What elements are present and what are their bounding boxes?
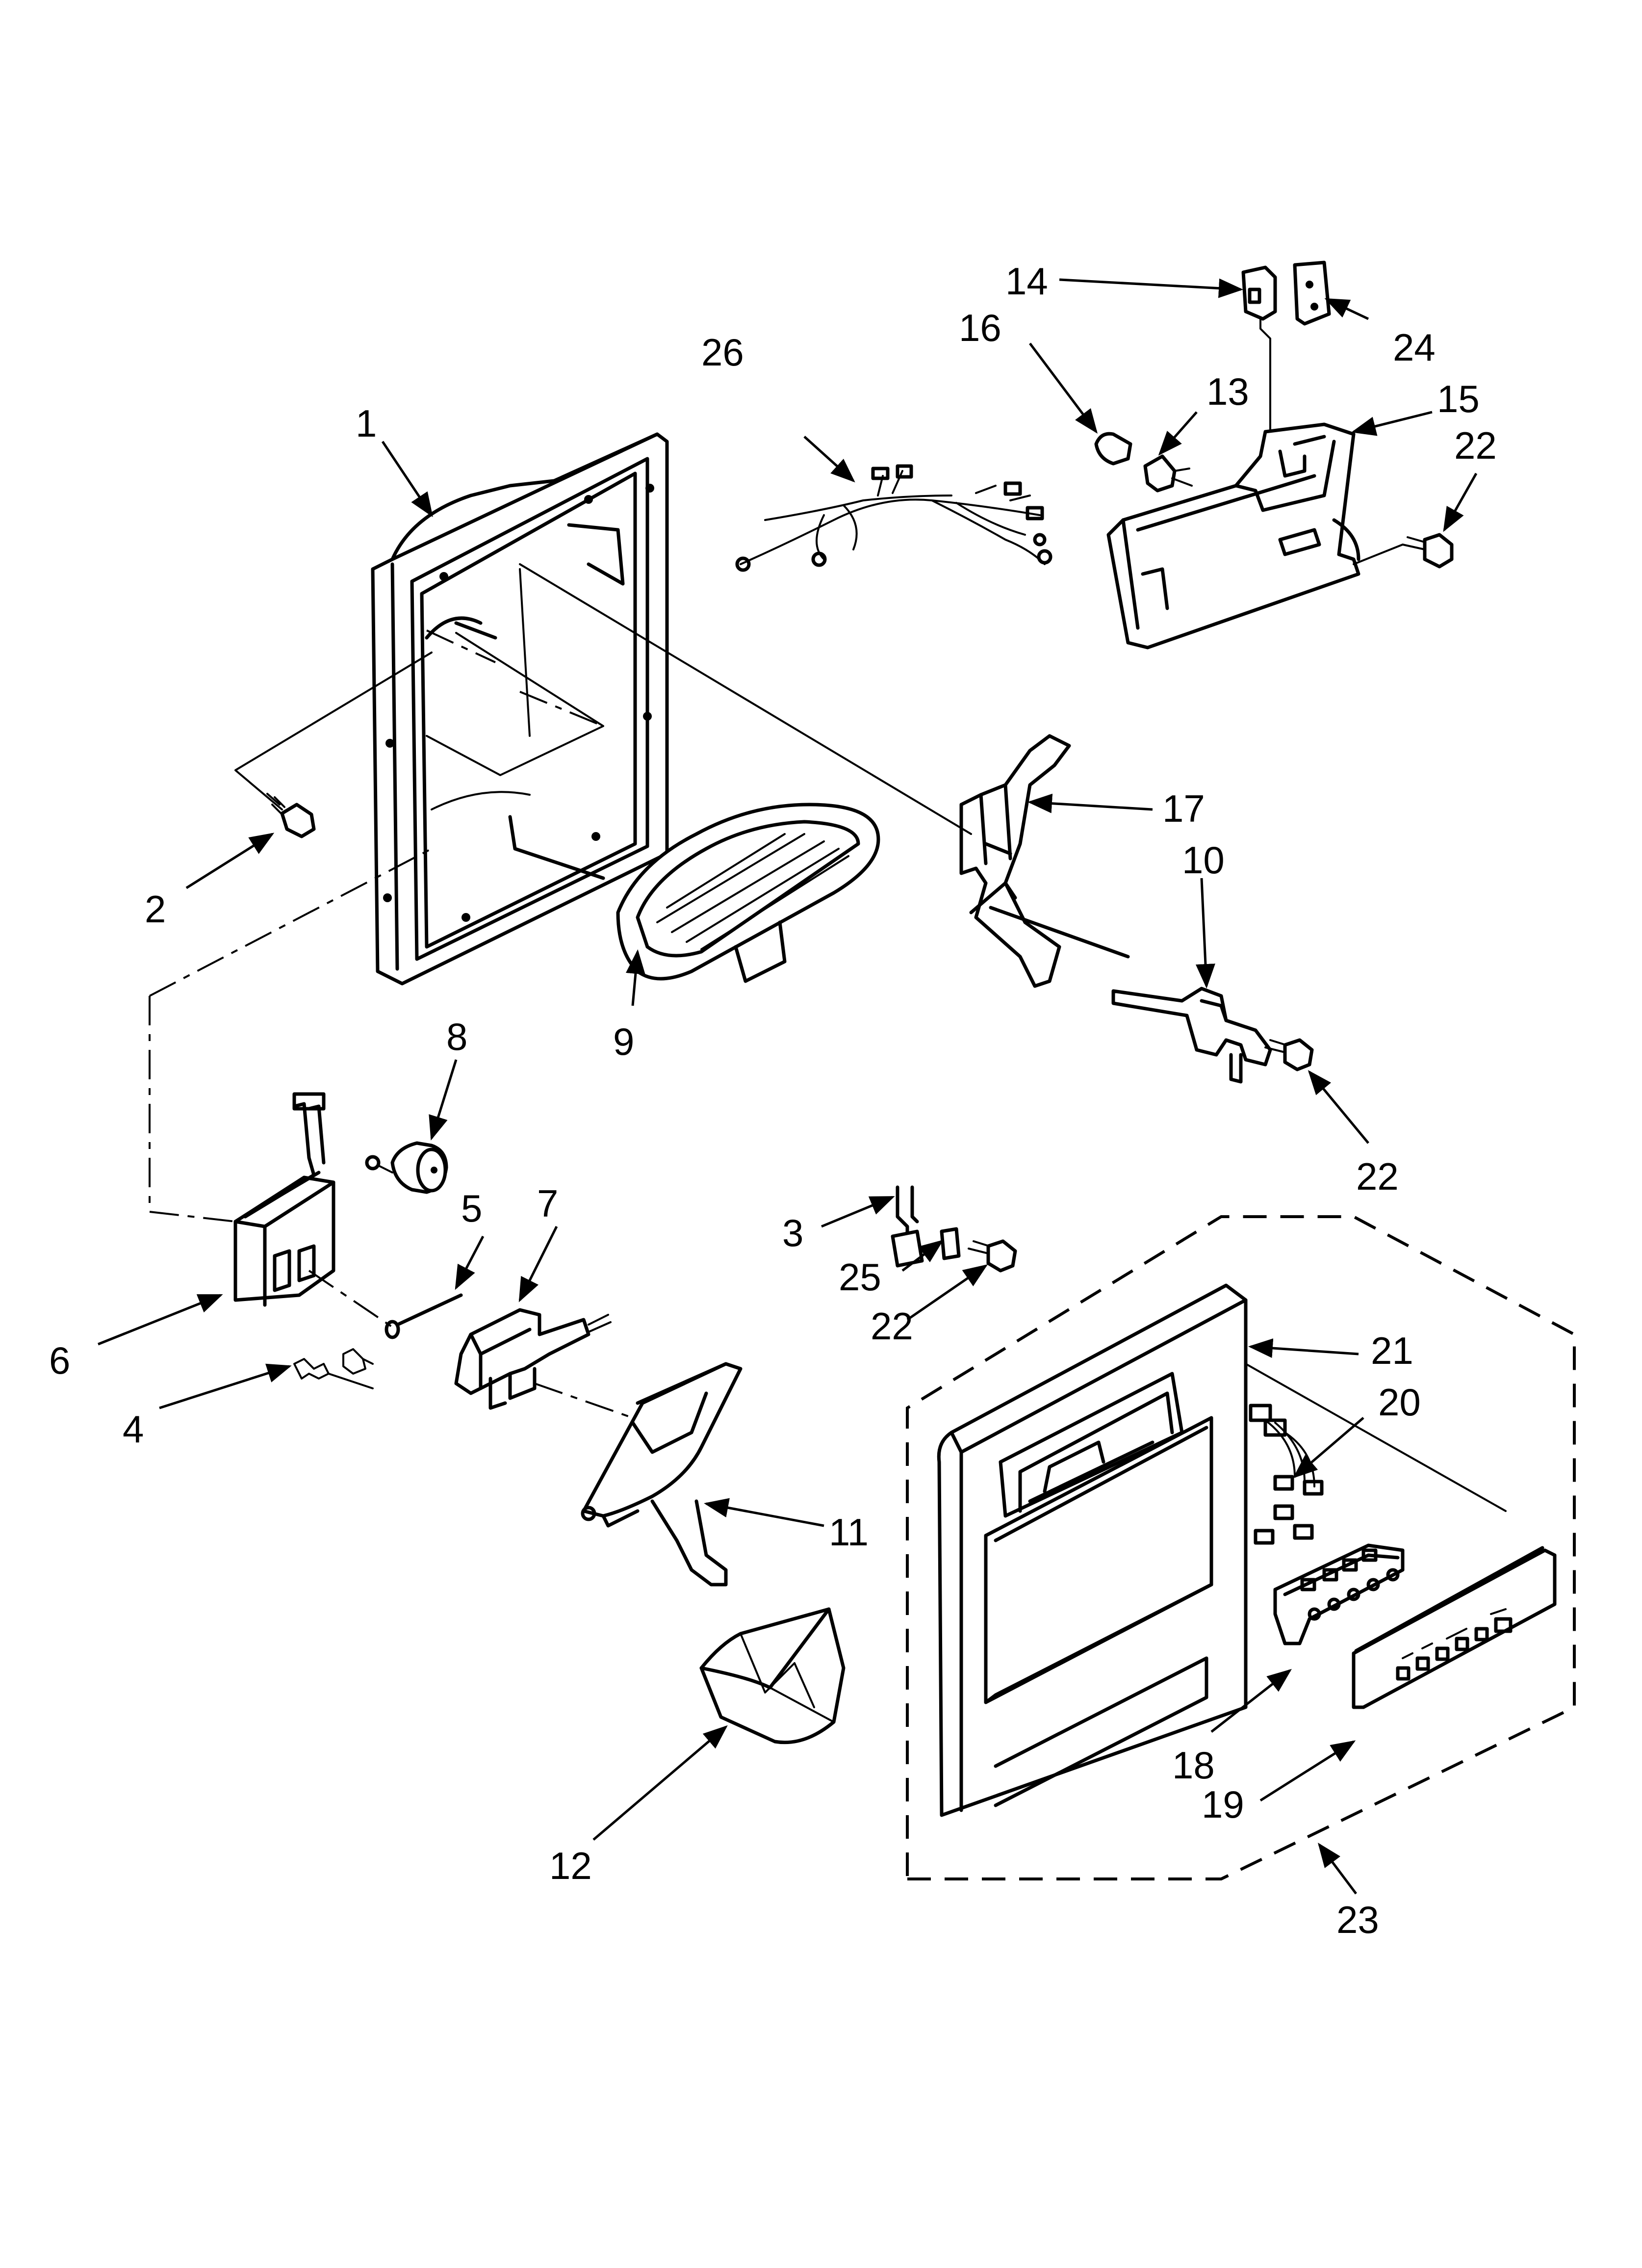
callout-12: 12 bbox=[549, 1844, 592, 1887]
callout-15: 15 bbox=[1437, 377, 1480, 420]
part-7-bracket bbox=[454, 1308, 612, 1410]
part-13-socket bbox=[1143, 454, 1193, 493]
part-11-paddle bbox=[581, 1362, 743, 1587]
callout-7: 7 bbox=[537, 1182, 558, 1225]
part-6-solenoid bbox=[233, 1092, 335, 1307]
part-4-springs bbox=[293, 1348, 374, 1389]
part-20-harness bbox=[1249, 1404, 1324, 1545]
part-26-wire-harness bbox=[735, 464, 1052, 572]
callout-4: 4 bbox=[123, 1408, 144, 1451]
part-9-grille bbox=[616, 803, 880, 983]
part-2-screw bbox=[266, 793, 316, 838]
callout-1: 1 bbox=[356, 402, 377, 445]
part-25-shim bbox=[940, 1227, 961, 1260]
callout-21: 21 bbox=[1371, 1329, 1413, 1372]
part-24-bracket bbox=[1293, 261, 1331, 326]
part-23-assembly-outline bbox=[906, 1215, 1576, 1880]
leader-lines bbox=[98, 278, 1478, 1895]
part-14-switch bbox=[1241, 265, 1277, 467]
callout-10: 10 bbox=[1182, 838, 1225, 882]
callout-8: 8 bbox=[446, 1015, 467, 1058]
callout-16: 16 bbox=[959, 306, 1001, 349]
part-16-bulb bbox=[1094, 432, 1132, 466]
callout-22a: 22 bbox=[1454, 424, 1497, 467]
callout-17: 17 bbox=[1162, 787, 1205, 830]
callout-labels: 1 2 3 4 5 6 7 8 9 10 11 12 13 14 15 16 1… bbox=[49, 260, 1497, 1941]
callout-23: 23 bbox=[1336, 1898, 1379, 1941]
callout-13: 13 bbox=[1206, 370, 1249, 413]
callout-26: 26 bbox=[701, 331, 744, 374]
callout-19: 19 bbox=[1202, 1783, 1244, 1826]
callout-3: 3 bbox=[782, 1211, 803, 1254]
callout-22c: 22 bbox=[871, 1304, 913, 1348]
callout-22b: 22 bbox=[1356, 1155, 1399, 1198]
part-18-control-board bbox=[1273, 1543, 1405, 1645]
part-15-light-housing bbox=[1106, 422, 1360, 650]
callout-2: 2 bbox=[145, 887, 166, 931]
callout-6: 6 bbox=[49, 1339, 70, 1382]
part-21-door-panel bbox=[937, 1283, 1248, 1817]
callout-25: 25 bbox=[839, 1255, 881, 1299]
part-3-clip bbox=[891, 1185, 924, 1268]
callout-5: 5 bbox=[461, 1187, 482, 1230]
callout-9: 9 bbox=[613, 1020, 634, 1063]
part-19-overlay bbox=[1352, 1546, 1557, 1709]
part-12-chute bbox=[699, 1607, 846, 1745]
callout-18: 18 bbox=[1172, 1744, 1215, 1787]
part-22-screw-mid bbox=[1264, 1038, 1314, 1071]
part-1-housing bbox=[371, 432, 669, 986]
part-22-screw-top bbox=[1353, 533, 1454, 569]
callout-24: 24 bbox=[1393, 326, 1436, 369]
part-22-screw-low bbox=[968, 1239, 1017, 1273]
callout-20: 20 bbox=[1378, 1381, 1421, 1424]
part-17-actuator bbox=[959, 734, 1130, 988]
callout-14: 14 bbox=[1005, 260, 1048, 303]
part-5-pin bbox=[385, 1293, 463, 1339]
callout-11: 11 bbox=[829, 1511, 869, 1554]
part-8-capacitor bbox=[365, 1141, 448, 1194]
part-10-lever bbox=[1111, 987, 1272, 1084]
